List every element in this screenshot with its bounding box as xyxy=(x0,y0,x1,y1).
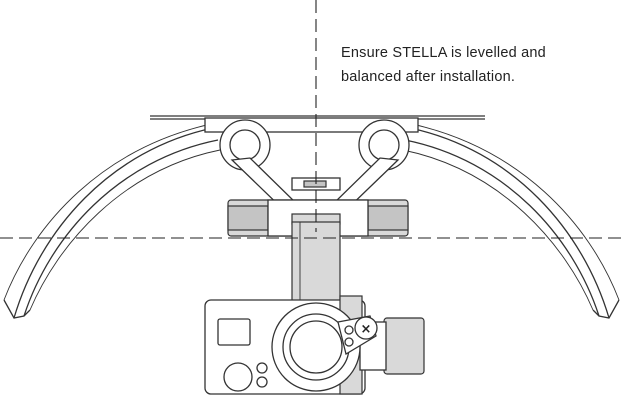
level-guides xyxy=(0,0,623,239)
screw-mark: × xyxy=(361,322,372,337)
camera: × xyxy=(204,295,425,395)
vibration-dampers xyxy=(219,119,410,171)
vertical-arm xyxy=(291,221,341,303)
instruction-line-1: Ensure STELLA is levelled and xyxy=(341,45,546,61)
instruction-note: Ensure STELLA is levelled and balanced a… xyxy=(341,41,601,89)
instruction-line-2: balanced after installation. xyxy=(341,69,516,85)
frame-arms xyxy=(3,123,620,319)
